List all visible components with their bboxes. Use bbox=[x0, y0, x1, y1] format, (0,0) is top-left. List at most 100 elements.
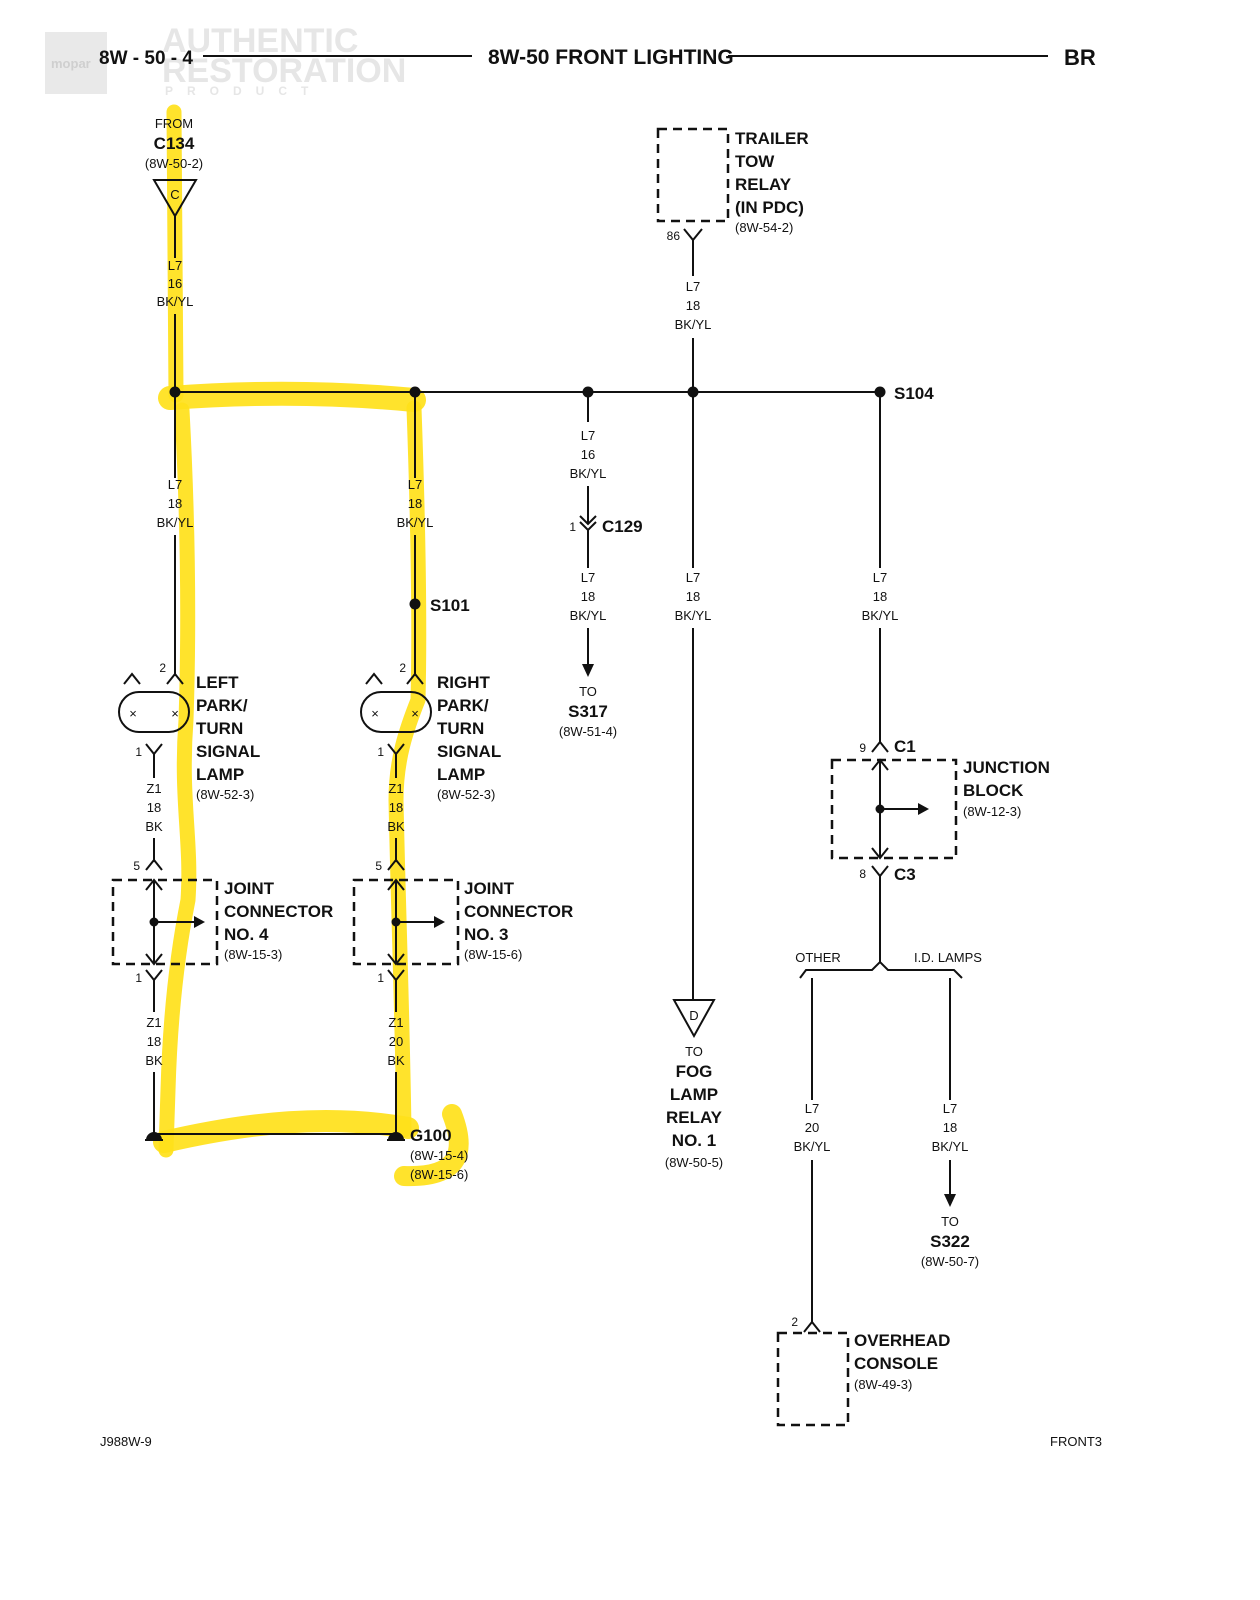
wire-circuit: L7 bbox=[805, 1101, 819, 1116]
s322-to: TO bbox=[941, 1214, 959, 1229]
model-code: BR bbox=[1064, 45, 1096, 70]
jb-label-2: BLOCK bbox=[963, 781, 1024, 800]
arrow-down-icon bbox=[944, 1194, 956, 1207]
s101-label: S101 bbox=[430, 596, 470, 615]
left-lamp-branch: L7 18 BK/YL 2 × × LEFT PARK/ TURN SIGNAL… bbox=[118, 392, 260, 873]
jc3-pin-top: 5 bbox=[375, 859, 382, 873]
wire-color: BK/YL bbox=[157, 515, 194, 530]
fog-offpage-symbol: D bbox=[689, 1008, 698, 1023]
wire-gauge: 20 bbox=[805, 1120, 819, 1135]
c129-pin: 1 bbox=[569, 520, 576, 534]
female-terminal-icon bbox=[683, 228, 703, 242]
female-terminal-icon bbox=[387, 953, 405, 966]
wire-color: BK bbox=[387, 1053, 405, 1068]
overhead-console: OVERHEAD CONSOLE (8W-49-3) bbox=[776, 1331, 950, 1427]
jc4-pin-top: 5 bbox=[133, 859, 140, 873]
jb-c1-label: C1 bbox=[894, 737, 916, 756]
jb-c3-label: C3 bbox=[894, 865, 916, 884]
left-lamp-pin-top: 2 bbox=[159, 661, 166, 675]
highlight-ground-bus bbox=[153, 1110, 419, 1153]
relay-ref: (8W-54-2) bbox=[735, 220, 793, 235]
relay-label-3: RELAY bbox=[735, 175, 792, 194]
s322-label: S322 bbox=[930, 1232, 970, 1251]
fog-ref: (8W-50-5) bbox=[665, 1155, 723, 1170]
wire-color: BK/YL bbox=[570, 466, 607, 481]
footer: J988W-9 FRONT3 bbox=[100, 1434, 1102, 1449]
wire-color: BK bbox=[387, 819, 405, 834]
male-terminal-icon bbox=[871, 740, 889, 753]
s104-label: S104 bbox=[894, 384, 934, 403]
wire-gauge: 18 bbox=[873, 589, 887, 604]
female-terminal-icon bbox=[145, 969, 163, 982]
offpage-connector-icon bbox=[152, 179, 198, 218]
wire-gauge: 18 bbox=[686, 589, 700, 604]
jc4-ref: (8W-15-3) bbox=[224, 947, 282, 962]
watermark-line1: AUTHENTIC bbox=[162, 22, 358, 60]
right-lamp-pin-bottom: 1 bbox=[377, 745, 384, 759]
right-lamp-label-1: RIGHT bbox=[437, 673, 491, 692]
jb-pin-bottom: 8 bbox=[859, 867, 866, 881]
relay-label-1: TRAILER bbox=[735, 129, 809, 148]
wire-circuit: Z1 bbox=[146, 1015, 161, 1030]
overhead-label-2: CONSOLE bbox=[854, 1354, 938, 1373]
left-lamp-label-5: LAMP bbox=[196, 765, 244, 784]
left-lamp-label-3: TURN bbox=[196, 719, 243, 738]
arrow-right-icon bbox=[434, 916, 445, 928]
jc4-pin-bottom: 1 bbox=[135, 971, 142, 985]
overhead-label-1: OVERHEAD bbox=[854, 1331, 950, 1350]
jc3-box bbox=[352, 878, 460, 966]
lamp-filament-icon: × bbox=[371, 706, 379, 721]
jc4-box bbox=[111, 878, 219, 966]
jb-label-1: JUNCTION bbox=[963, 758, 1050, 777]
wire-circuit: L7 bbox=[408, 477, 422, 492]
left-lamp-label-1: LEFT bbox=[196, 673, 239, 692]
relay-label-4: (IN PDC) bbox=[735, 198, 804, 217]
header: mopar AUTHENTIC RESTORATION PRODUCT 8W -… bbox=[45, 22, 1096, 98]
jc4-label-2: CONNECTOR bbox=[224, 902, 333, 921]
relay-pin: 86 bbox=[667, 229, 681, 243]
fog-label-2: LAMP bbox=[670, 1085, 718, 1104]
arrow-right-icon bbox=[918, 803, 929, 815]
from-label: FROM bbox=[155, 116, 193, 131]
wire-color: BK/YL bbox=[862, 608, 899, 623]
right-lamp-label-5: LAMP bbox=[437, 765, 485, 784]
right-lamp-label-4: SIGNAL bbox=[437, 742, 501, 761]
wire-gauge: 18 bbox=[389, 800, 403, 815]
fog-to: TO bbox=[685, 1044, 703, 1059]
male-terminal-icon bbox=[123, 672, 141, 685]
s317-label: S317 bbox=[568, 702, 608, 721]
fog-label-1: FOG bbox=[676, 1062, 713, 1081]
offpage-symbol: C bbox=[170, 187, 179, 202]
wire-gauge: 18 bbox=[147, 800, 161, 815]
wire-color: BK bbox=[145, 819, 163, 834]
logo-text: mopar bbox=[51, 56, 91, 71]
s322-ref: (8W-50-7) bbox=[921, 1254, 979, 1269]
ground-g100: G100 (8W-15-4) (8W-15-6) bbox=[145, 1126, 468, 1182]
wire-gauge: 18 bbox=[168, 496, 182, 511]
wire-color: BK/YL bbox=[794, 1139, 831, 1154]
male-terminal-icon bbox=[145, 858, 163, 871]
jc3-label-3: NO. 3 bbox=[464, 925, 508, 944]
wire-circuit: L7 bbox=[168, 258, 182, 273]
female-terminal-icon bbox=[871, 865, 889, 878]
branch-bracket bbox=[799, 960, 963, 979]
g100-ref-2: (8W-15-6) bbox=[410, 1167, 468, 1182]
jc4-label-1: JOINT bbox=[224, 879, 275, 898]
wire-color: BK/YL bbox=[675, 608, 712, 623]
footer-left-code: J988W-9 bbox=[100, 1434, 152, 1449]
left-lamp-label-2: PARK/ bbox=[196, 696, 248, 715]
arrow-right-icon bbox=[194, 916, 205, 928]
branch-other-label: OTHER bbox=[795, 950, 841, 965]
female-terminal-icon bbox=[145, 743, 163, 756]
c134-label: C134 bbox=[154, 134, 195, 153]
highlight-left-branch bbox=[158, 402, 197, 1158]
left-lamp-label-4: SIGNAL bbox=[196, 742, 260, 761]
left-lamp-ref: (8W-52-3) bbox=[196, 787, 254, 802]
male-terminal-icon bbox=[406, 672, 424, 685]
right-lamp-label-2: PARK/ bbox=[437, 696, 489, 715]
overhead-pin: 2 bbox=[791, 1315, 798, 1329]
female-terminal-icon bbox=[145, 953, 163, 966]
ground-terminal-icon bbox=[146, 1132, 162, 1140]
relay-box bbox=[656, 127, 730, 223]
